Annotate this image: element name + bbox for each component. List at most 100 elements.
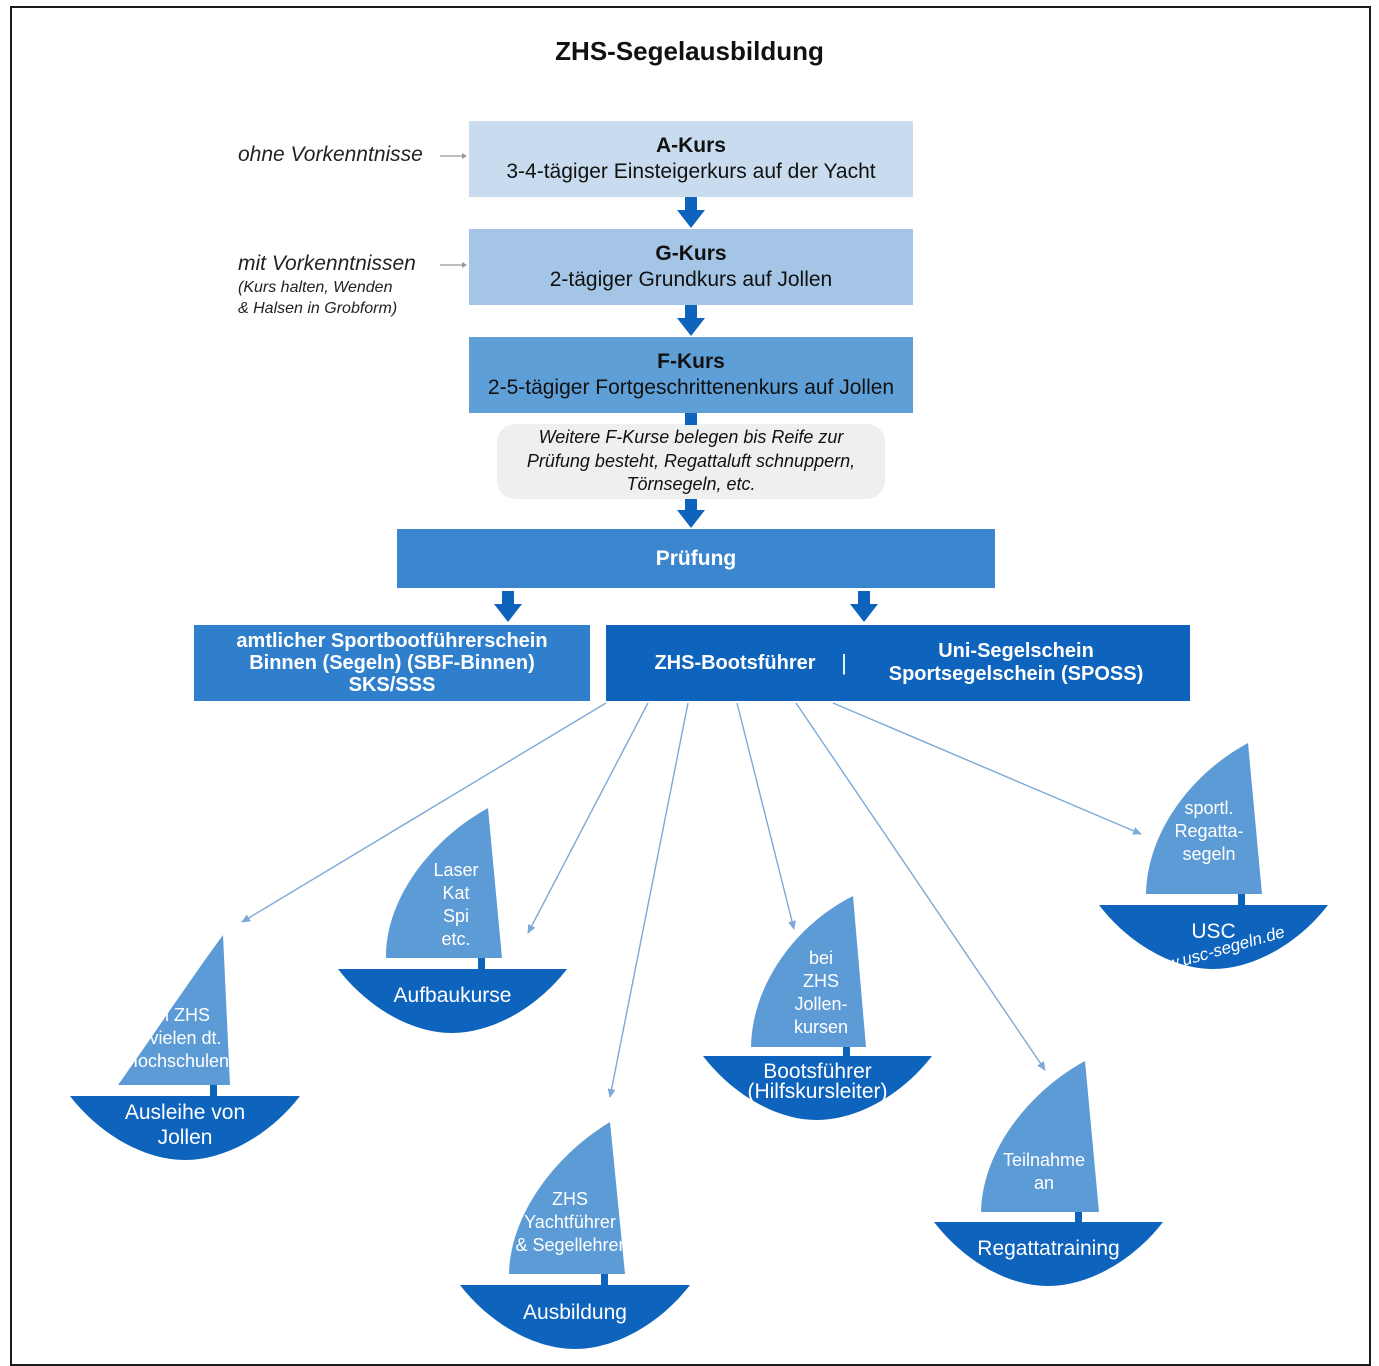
uni-segelschein-label: Uni-Segelschein Sportsegelschein (SPOSS) [866, 625, 1166, 701]
f-kurs-box: F-Kurs 2-5-tägiger Fortgeschrittenenkurs… [469, 337, 913, 413]
label-mit-detail-2: & Halsen in Grobform) [238, 300, 398, 317]
boat-aufbaukurse [338, 808, 567, 1033]
hull-ausleihe [70, 1096, 300, 1160]
sail-text-bootsfuehrer: bei ZHS Jollen- kursen [762, 947, 880, 1039]
line-to-usc [832, 702, 1142, 835]
a-kurs-desc: 3-4-tägiger Einsteigerkurs auf der Yacht [506, 160, 876, 183]
boat-regattatraining [934, 1061, 1163, 1286]
sail-line: Jollen- [794, 994, 848, 1014]
down-arrow-pruefung-amtlich [494, 591, 522, 622]
sail-text-aufbaukurse: Laser Kat Spi etc. [400, 859, 512, 951]
g-kurs-desc: 2-tägiger Grundkurs auf Jollen [549, 268, 833, 291]
separator-text: | [841, 650, 847, 675]
sail-line: am ZHS [143, 1005, 210, 1025]
sail-aufbaukurse [385, 808, 502, 958]
line-to-regattatraining [795, 702, 1046, 1071]
sail-ausbildung [509, 1122, 625, 1274]
sail-text-regattatraining: Teilnahme an [985, 1149, 1103, 1195]
boat-bootsfuehrer [703, 896, 932, 1120]
a-kurs-title: A-Kurs [655, 134, 726, 157]
hull-text-ausleihe: Ausleihe von Jollen [70, 1100, 300, 1150]
down-arrow-a-g [677, 197, 705, 228]
sail-text-ausleihe: am ZHS & vielen dt. Hochschulen [118, 1004, 236, 1073]
sail-usc [1146, 743, 1262, 894]
connector-f-note [685, 413, 697, 425]
sail-line: Kat [442, 883, 470, 903]
side-arrow-ohne [440, 153, 467, 159]
sail-line: & Segellehrer [515, 1235, 625, 1255]
zhs-bootsfuehrer-label: ZHS-Bootsführer [630, 625, 840, 701]
hull-aufbaukurse [338, 969, 567, 1033]
amtlich-line-3: SKS/SSS [348, 674, 436, 696]
f-kurs-desc: 2-5-tägiger Fortgeschrittenenkurs auf Jo… [487, 376, 895, 399]
hull-line: Bootsführer [763, 1060, 872, 1083]
line-to-ausbildung [607, 702, 689, 1098]
hull-line: Regattatraining [977, 1237, 1120, 1260]
amtlich-line-2: Binnen (Segeln) (SBF-Binnen) [249, 652, 535, 674]
note-line-2: Prüfung besteht, Regattaluft schnuppern, [526, 450, 856, 471]
side-arrow-mit [440, 262, 467, 268]
sail-line: & vielen dt. [132, 1028, 222, 1048]
sail-line: segeln [1182, 844, 1236, 864]
sail-line: Teilnahme [1002, 1150, 1086, 1170]
sail-line: ZHS [803, 971, 839, 991]
hull-regattatraining [934, 1222, 1163, 1286]
amtlich-line-1: amtlicher Sportbootführerschein [236, 630, 548, 652]
hull-text-usc: USC [1099, 919, 1328, 944]
sail-line: sportl. [1184, 798, 1234, 818]
sail-text-usc: sportl. Regatta- segeln [1150, 797, 1268, 866]
hull-line: Aufbaukurse [393, 984, 512, 1007]
uni-line-2: Sportsegelschein (SPOSS) [888, 663, 1144, 685]
line-to-aufbaukurse [527, 702, 649, 934]
uni-line-1: Uni-Segelschein [938, 640, 1094, 662]
sail-line: ZHS [552, 1189, 588, 1209]
f-kurs-title: F-Kurs [657, 350, 725, 373]
hull-line: Jollen [157, 1126, 213, 1149]
boat-usc [1099, 743, 1328, 969]
a-kurs-box: A-Kurs 3-4-tägiger Einsteigerkurs auf de… [469, 121, 913, 197]
hull-text-ausbildung: Ausbildung [460, 1300, 690, 1325]
label-mit-vorkenntnissen: mit Vorkenntnissen [238, 252, 416, 275]
g-kurs-box: G-Kurs 2-tägiger Grundkurs auf Jollen [469, 229, 913, 305]
hull-text-aufbaukurse: Aufbaukurse [338, 983, 567, 1008]
sail-regattatraining [981, 1061, 1099, 1212]
note-line-3: Törnsegeln, etc. [626, 474, 756, 495]
sail-line: kursen [793, 1017, 849, 1037]
hull-line: USC [1191, 920, 1236, 943]
hull-line: Ausbildung [523, 1301, 627, 1324]
sail-line: bei [808, 948, 834, 968]
down-arrow-g-f [677, 305, 705, 336]
label-ohne-vorkenntnisse: ohne Vorkenntnisse [238, 143, 423, 166]
sail-line: Regatta- [1174, 821, 1244, 841]
diagram-title: ZHS-Segelausbildung [555, 36, 824, 66]
sail-bootsfuehrer [751, 896, 866, 1047]
sail-line: Hochschulen [124, 1051, 230, 1071]
down-arrow-pruefung-zhs [850, 591, 878, 622]
weitere-f-kurse-note: Weitere F-Kurse belegen bis Reife zur Pr… [497, 424, 885, 499]
boat-ausbildung [460, 1122, 690, 1349]
separator: | [836, 625, 852, 701]
hull-line: (Hilfskursleiter) [747, 1080, 888, 1103]
boat-ausleihe [70, 935, 300, 1160]
zhs-bootsfuehrer-text: ZHS-Bootsführer [654, 651, 816, 674]
sail-ausleihe [118, 935, 230, 1085]
amtlich-box: amtlicher Sportbootführerschein Binnen (… [194, 625, 590, 701]
g-kurs-title: G-Kurs [655, 242, 727, 265]
sail-line: etc. [441, 929, 471, 949]
hull-usc [1099, 905, 1328, 969]
note-line-1: Weitere F-Kurse belegen bis Reife zur [538, 427, 844, 448]
label-mit-detail-1: (Kurs halten, Wenden [238, 279, 393, 296]
hull-line: Ausleihe von [124, 1101, 246, 1124]
sail-line: an [1033, 1173, 1055, 1193]
sail-line: Yachtführer [524, 1212, 616, 1232]
sail-text-ausbildung: ZHS Yachtführer & Segellehrer [508, 1188, 632, 1257]
sail-line: Laser [433, 860, 479, 880]
hull-text-regattatraining: Regattatraining [934, 1236, 1163, 1261]
hull-text-bootsfuehrer: Bootsführer (Hilfskursleiter) [703, 1060, 932, 1103]
pruefung-box: Prüfung [397, 529, 995, 588]
hull-bootsfuehrer [703, 1056, 932, 1120]
sail-line: Spi [442, 906, 469, 926]
down-arrow-note-pruefung [677, 499, 705, 528]
pruefung-label: Prüfung [655, 546, 737, 570]
